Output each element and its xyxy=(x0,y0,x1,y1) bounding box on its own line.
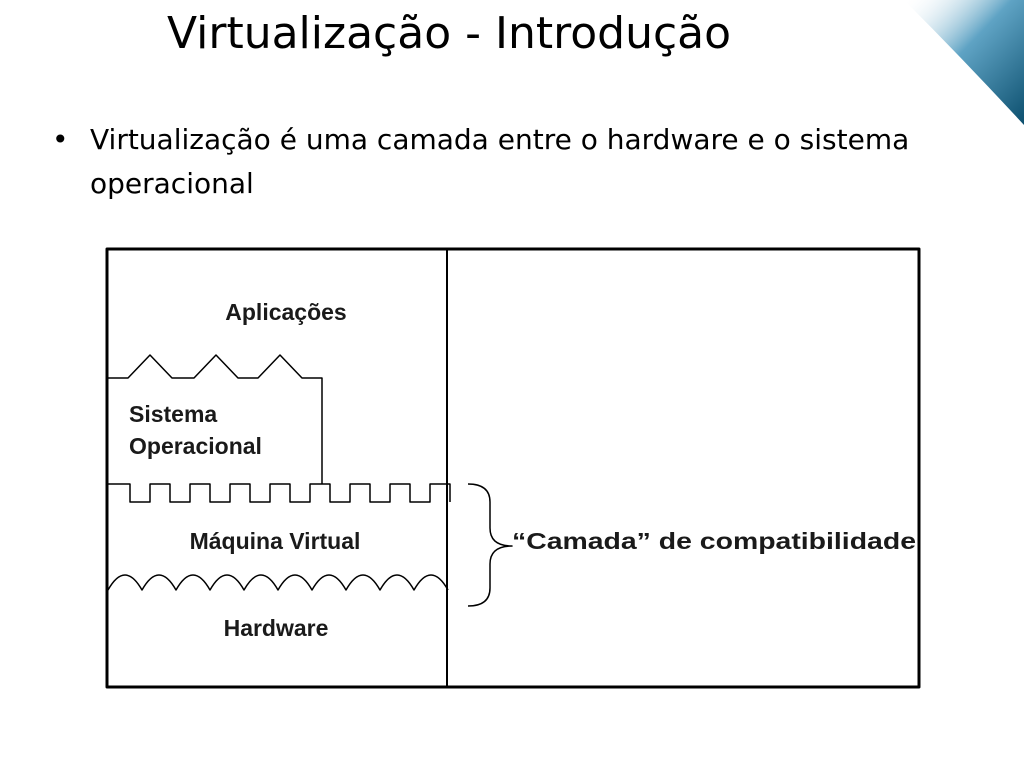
vm-layer-top-edge xyxy=(107,483,451,503)
layer-label-virtual-machine: Máquina Virtual xyxy=(190,528,361,554)
bullet-marker: • xyxy=(52,123,69,156)
bullet-text: Virtualização é uma camada entre o hardw… xyxy=(90,123,910,200)
hardware-layer-wavy-edge xyxy=(107,574,449,591)
brace-label-compatibility-layer: “Camada” de compatibilidade xyxy=(512,528,916,554)
layer-label-os-line1: Sistema xyxy=(129,401,217,427)
layer-label-os-line2: Operacional xyxy=(129,433,262,459)
bullet-item: • Virtualização é uma camada entre o har… xyxy=(52,118,932,206)
layer-label-hardware: Hardware xyxy=(224,615,329,641)
os-block-outline xyxy=(107,354,323,484)
slide-title: Virtualização - Introdução xyxy=(167,8,732,59)
layer-label-applications: Aplicações xyxy=(225,299,346,325)
compatibility-brace xyxy=(467,483,513,607)
outer-frame xyxy=(105,247,921,689)
corner-accent-decoration xyxy=(904,0,1024,125)
